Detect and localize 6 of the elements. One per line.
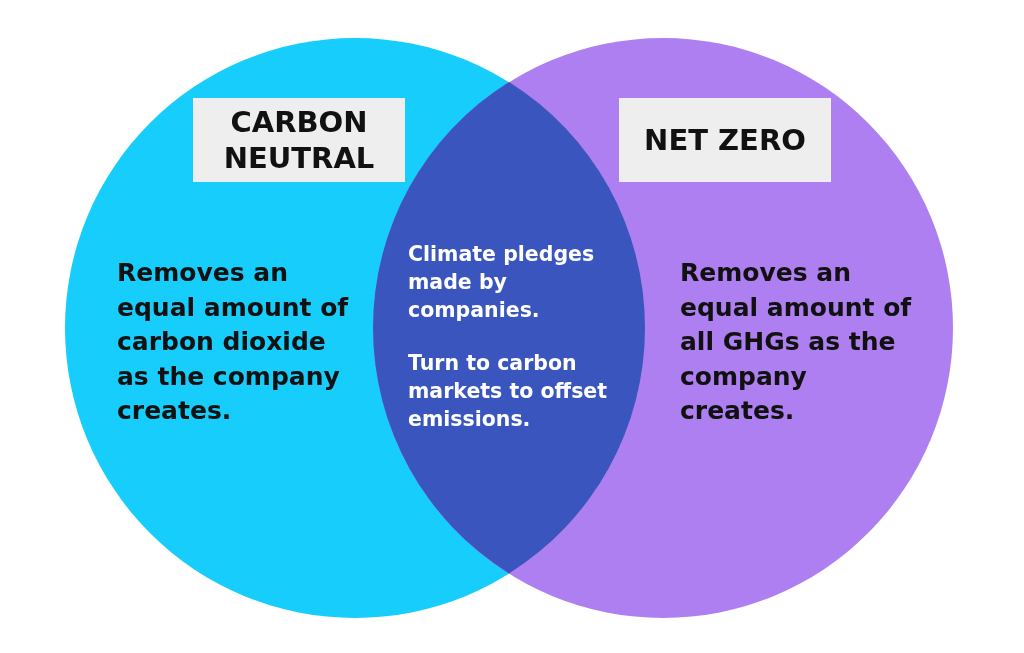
body-text: Climate pledges made by companies.: [408, 241, 596, 325]
heading-label: NET ZERO: [619, 98, 831, 182]
heading-label: CARBON NEUTRAL: [193, 98, 405, 182]
body-text: Removes an equal amount of carbon dioxide as the company creates.: [117, 257, 350, 427]
body-text: Turn to carbon markets to offset emissions.: [408, 350, 609, 434]
body-text: Removes an equal amount of all GHGs as the company creates.: [680, 257, 913, 427]
